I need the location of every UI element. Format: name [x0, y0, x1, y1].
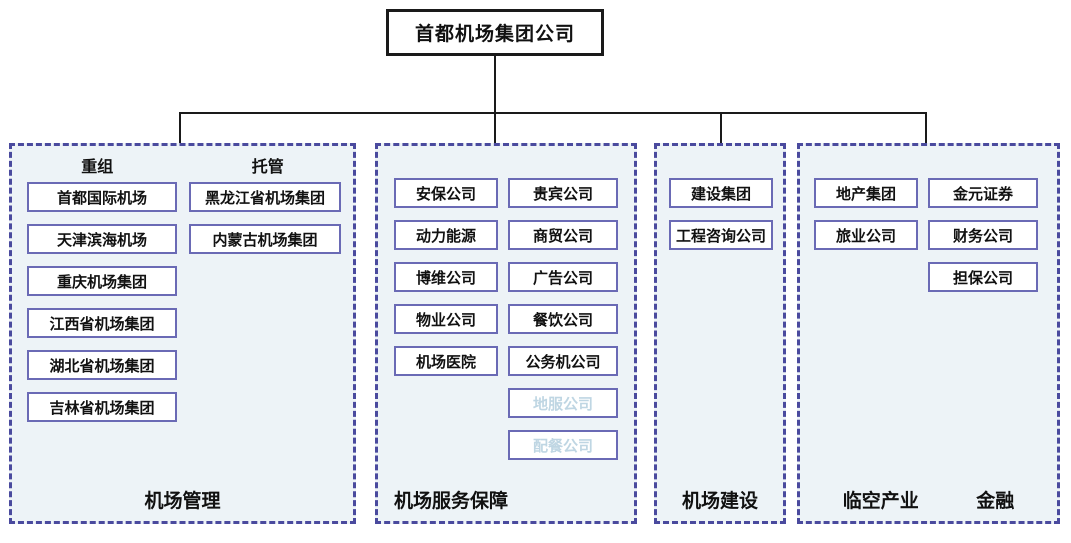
- node-item[interactable]: 内蒙古机场集团: [189, 224, 341, 254]
- group-1-header-1: 托管: [251, 159, 284, 176]
- group-3-columns: 建设集团 工程咨询公司: [669, 178, 773, 250]
- group-2-column-right: 贵宾公司 商贸公司 广告公司 餐饮公司 公务机公司 地服公司 配餐公司: [508, 178, 618, 460]
- node-item-faded[interactable]: 配餐公司: [508, 430, 618, 460]
- group-1-column-headers: 重组 托管: [12, 153, 353, 177]
- group-4-footer: 临空产业 金融: [800, 486, 1057, 513]
- group-2-columns: 安保公司 动力能源 博维公司 物业公司 机场医院 贵宾公司 商贸公司 广告公司 …: [394, 178, 618, 460]
- connector-drop-group-2: [494, 112, 496, 144]
- connector-drop-group-3: [720, 112, 722, 144]
- node-item[interactable]: 重庆机场集团: [27, 266, 177, 296]
- group-4-column-right: 金元证券 财务公司 担保公司: [928, 178, 1038, 292]
- group-1-column-trusteeship: 黑龙江省机场集团 内蒙古机场集团: [189, 182, 341, 422]
- group-airport-construction: 建设集团 工程咨询公司 机场建设: [654, 143, 786, 524]
- node-item[interactable]: 湖北省机场集团: [27, 350, 177, 380]
- node-item[interactable]: 公务机公司: [508, 346, 618, 376]
- node-item[interactable]: 动力能源: [394, 220, 498, 250]
- group-2-column-left: 安保公司 动力能源 博维公司 物业公司 机场医院: [394, 178, 498, 460]
- group-3-footer: 机场建设: [657, 486, 783, 513]
- group-airport-management: 重组 托管 首都国际机场 天津滨海机场 重庆机场集团 江西省机场集团 湖北省机场…: [9, 143, 356, 524]
- node-item[interactable]: 财务公司: [928, 220, 1038, 250]
- connector-root-stem: [494, 56, 496, 113]
- group-1-footer-label: 机场管理: [144, 491, 221, 512]
- connector-drop-group-1: [179, 112, 181, 144]
- group-2-footer: 机场服务保障: [378, 486, 634, 513]
- group-2-footer-label: 机场服务保障: [394, 491, 509, 512]
- node-item[interactable]: 博维公司: [394, 262, 498, 292]
- node-item[interactable]: 工程咨询公司: [669, 220, 773, 250]
- node-item[interactable]: 建设集团: [669, 178, 773, 208]
- node-item[interactable]: 首都国际机场: [27, 182, 177, 212]
- node-item[interactable]: 物业公司: [394, 304, 498, 334]
- node-item[interactable]: 吉林省机场集团: [27, 392, 177, 422]
- node-item[interactable]: 旅业公司: [814, 220, 918, 250]
- node-item[interactable]: 江西省机场集团: [27, 308, 177, 338]
- node-item[interactable]: 安保公司: [394, 178, 498, 208]
- group-4-columns: 地产集团 旅业公司 金元证券 财务公司 担保公司: [814, 178, 1038, 292]
- node-item[interactable]: 商贸公司: [508, 220, 618, 250]
- root-node-label: 首都机场集团公司: [414, 24, 575, 45]
- group-1-header-0: 重组: [81, 159, 114, 176]
- group-3-column-left: 建设集团 工程咨询公司: [669, 178, 773, 250]
- group-aviation-industry-finance: 地产集团 旅业公司 金元证券 财务公司 担保公司 临空产业 金融: [797, 143, 1060, 524]
- node-item[interactable]: 餐饮公司: [508, 304, 618, 334]
- node-item[interactable]: 地产集团: [814, 178, 918, 208]
- node-item[interactable]: 机场医院: [394, 346, 498, 376]
- connector-drop-group-4: [925, 112, 927, 144]
- group-airport-service-support: 安保公司 动力能源 博维公司 物业公司 机场医院 贵宾公司 商贸公司 广告公司 …: [375, 143, 637, 524]
- node-item[interactable]: 广告公司: [508, 262, 618, 292]
- group-3-footer-label: 机场建设: [681, 491, 758, 512]
- group-4-footer-label-industry: 临空产业: [842, 491, 919, 512]
- connector-horizontal-bus: [179, 112, 927, 114]
- node-item[interactable]: 黑龙江省机场集团: [189, 182, 341, 212]
- group-1-footer: 机场管理: [12, 486, 353, 513]
- group-4-column-left: 地产集团 旅业公司: [814, 178, 918, 292]
- node-item[interactable]: 担保公司: [928, 262, 1038, 292]
- node-item[interactable]: 天津滨海机场: [27, 224, 177, 254]
- group-1-columns: 首都国际机场 天津滨海机场 重庆机场集团 江西省机场集团 湖北省机场集团 吉林省…: [27, 182, 341, 422]
- group-1-column-restructured: 首都国际机场 天津滨海机场 重庆机场集团 江西省机场集团 湖北省机场集团 吉林省…: [27, 182, 177, 422]
- root-node[interactable]: 首都机场集团公司: [386, 9, 604, 56]
- node-item-faded[interactable]: 地服公司: [508, 388, 618, 418]
- group-4-footer-label-finance: 金融: [976, 491, 1015, 512]
- node-item[interactable]: 金元证券: [928, 178, 1038, 208]
- node-item[interactable]: 贵宾公司: [508, 178, 618, 208]
